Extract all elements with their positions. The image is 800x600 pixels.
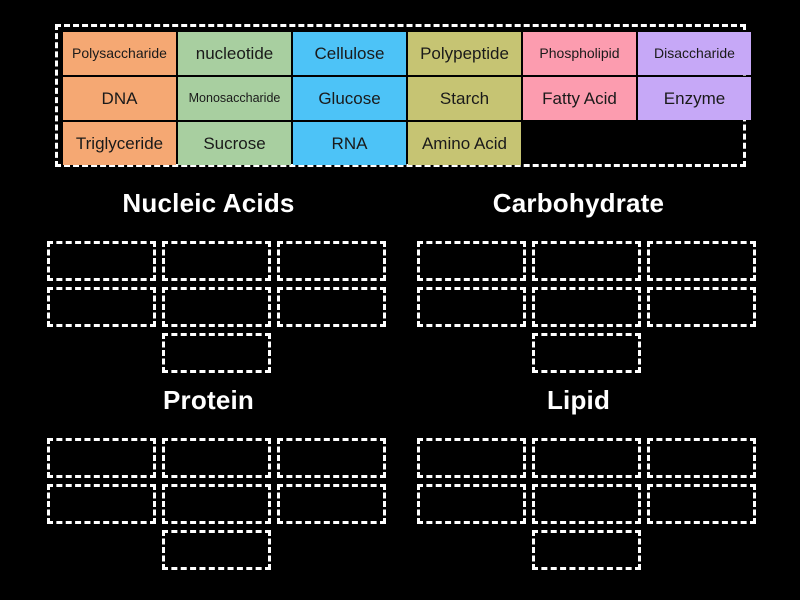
drop-slot[interactable] [162,241,271,281]
drop-slot[interactable] [647,241,756,281]
category-title: Carbohydrate [492,188,665,218]
word-bank-empty-cell [638,122,751,165]
word-tile[interactable]: Polysaccharide [63,32,176,75]
drop-slot[interactable] [532,530,641,570]
category-title: Protein [163,385,254,415]
drop-slot[interactable] [277,484,386,524]
drop-slot[interactable] [532,484,641,524]
word-tile[interactable]: Glucose [293,77,406,120]
category-nucleic-acids: Nucleic Acids [35,190,395,390]
word-tile[interactable]: Amino Acid [408,122,521,165]
drop-slot[interactable] [47,438,156,478]
word-tile[interactable]: Polypeptide [408,32,521,75]
drop-slot[interactable] [162,287,271,327]
drop-slot[interactable] [532,287,641,327]
drop-slot[interactable] [277,241,386,281]
drop-slot[interactable] [532,241,641,281]
drop-slot[interactable] [417,484,526,524]
drop-slot-group [417,438,764,570]
word-tile[interactable]: DNA [63,77,176,120]
word-tile[interactable]: Fatty Acid [523,77,636,120]
word-tile[interactable]: RNA [293,122,406,165]
drop-slot[interactable] [417,241,526,281]
drop-slot[interactable] [162,530,271,570]
drop-slot[interactable] [47,484,156,524]
drop-slot[interactable] [532,333,641,373]
word-tile[interactable]: Sucrose [178,122,291,165]
category-protein: Protein [35,387,395,587]
word-tile[interactable]: Cellulose [293,32,406,75]
drop-slot[interactable] [647,438,756,478]
drop-slot[interactable] [162,484,271,524]
drop-slot[interactable] [162,333,271,373]
word-tile[interactable]: Triglyceride [63,122,176,165]
word-tile[interactable]: Monosaccharide [178,77,291,120]
word-tile[interactable]: nucleotide [178,32,291,75]
drop-slot[interactable] [277,287,386,327]
category-title: Nucleic Acids [122,188,295,218]
drop-slot[interactable] [47,287,156,327]
word-tile[interactable]: Phospholipid [523,32,636,75]
drop-slot[interactable] [647,287,756,327]
category-lipid: Lipid [405,387,765,587]
drop-slot[interactable] [417,287,526,327]
drop-slot-group [417,241,764,373]
drop-slot-group [47,241,394,373]
drop-slot[interactable] [47,241,156,281]
drop-slot[interactable] [162,438,271,478]
drop-slot[interactable] [277,438,386,478]
word-tile[interactable]: Disaccharide [638,32,751,75]
drop-slot[interactable] [647,484,756,524]
word-bank-empty-cell [523,122,636,165]
drop-slot[interactable] [532,438,641,478]
drop-slot[interactable] [417,438,526,478]
category-title: Lipid [546,385,611,415]
word-tile[interactable]: Starch [408,77,521,120]
drop-slot-group [47,438,394,570]
category-carbohydrate: Carbohydrate [405,190,765,390]
word-tile[interactable]: Enzyme [638,77,751,120]
